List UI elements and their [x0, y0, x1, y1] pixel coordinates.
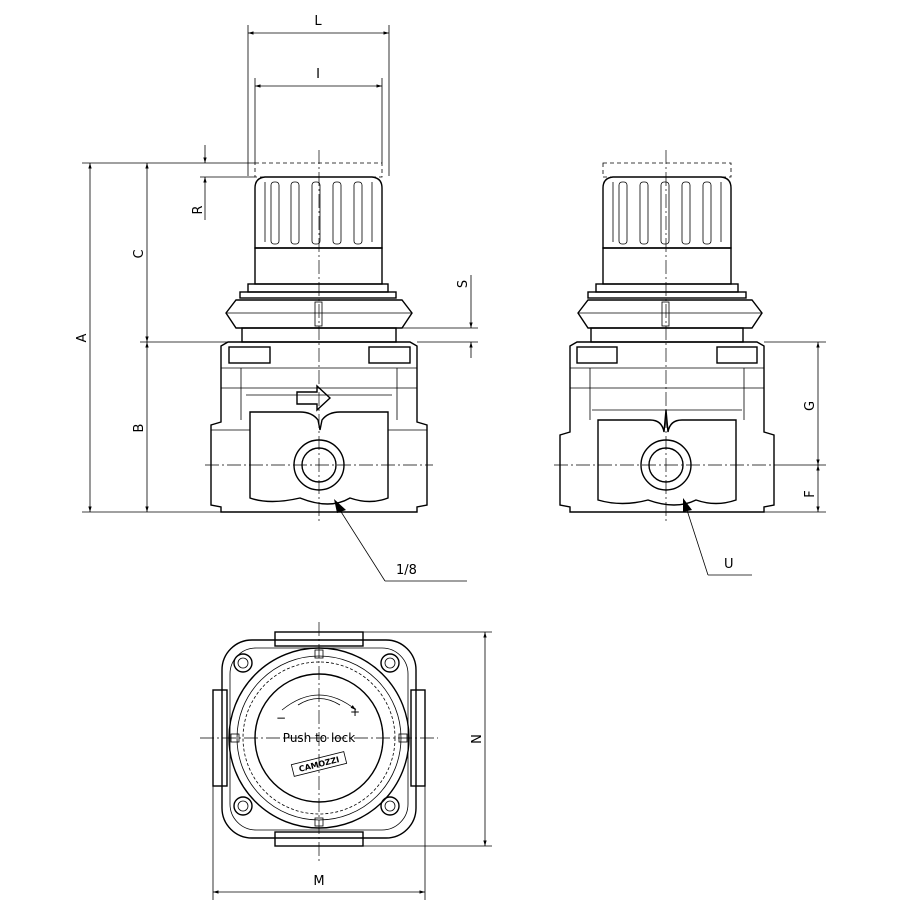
plus-sign: +	[350, 705, 360, 719]
dim-label-G: G	[803, 401, 818, 411]
side-knob-ribs	[612, 181, 722, 245]
dim-label-F: F	[803, 490, 818, 497]
dimensions: L I A C B R S G F	[75, 14, 826, 900]
dim-label-C: C	[132, 249, 147, 258]
dim-label-B: B	[132, 424, 147, 433]
dim-label-N: N	[470, 734, 485, 744]
callouts: 1/8 U	[334, 498, 752, 582]
corner-screws	[233, 653, 400, 816]
side-view	[554, 150, 780, 522]
dim-label-S: S	[456, 280, 471, 288]
minus-sign: −	[276, 711, 286, 725]
dim-label-A: A	[75, 333, 90, 342]
callout-port-size: 1/8	[396, 563, 417, 578]
dim-label-R: R	[191, 205, 206, 214]
knob-ribs	[264, 181, 373, 245]
callout-port-u: U	[724, 557, 734, 572]
dim-label-L: L	[314, 14, 322, 29]
front-view	[205, 150, 433, 522]
top-view: − + Push to lock CAMOZZI	[200, 622, 438, 862]
dim-label-M: M	[313, 874, 324, 889]
dim-label-I: I	[316, 67, 320, 82]
